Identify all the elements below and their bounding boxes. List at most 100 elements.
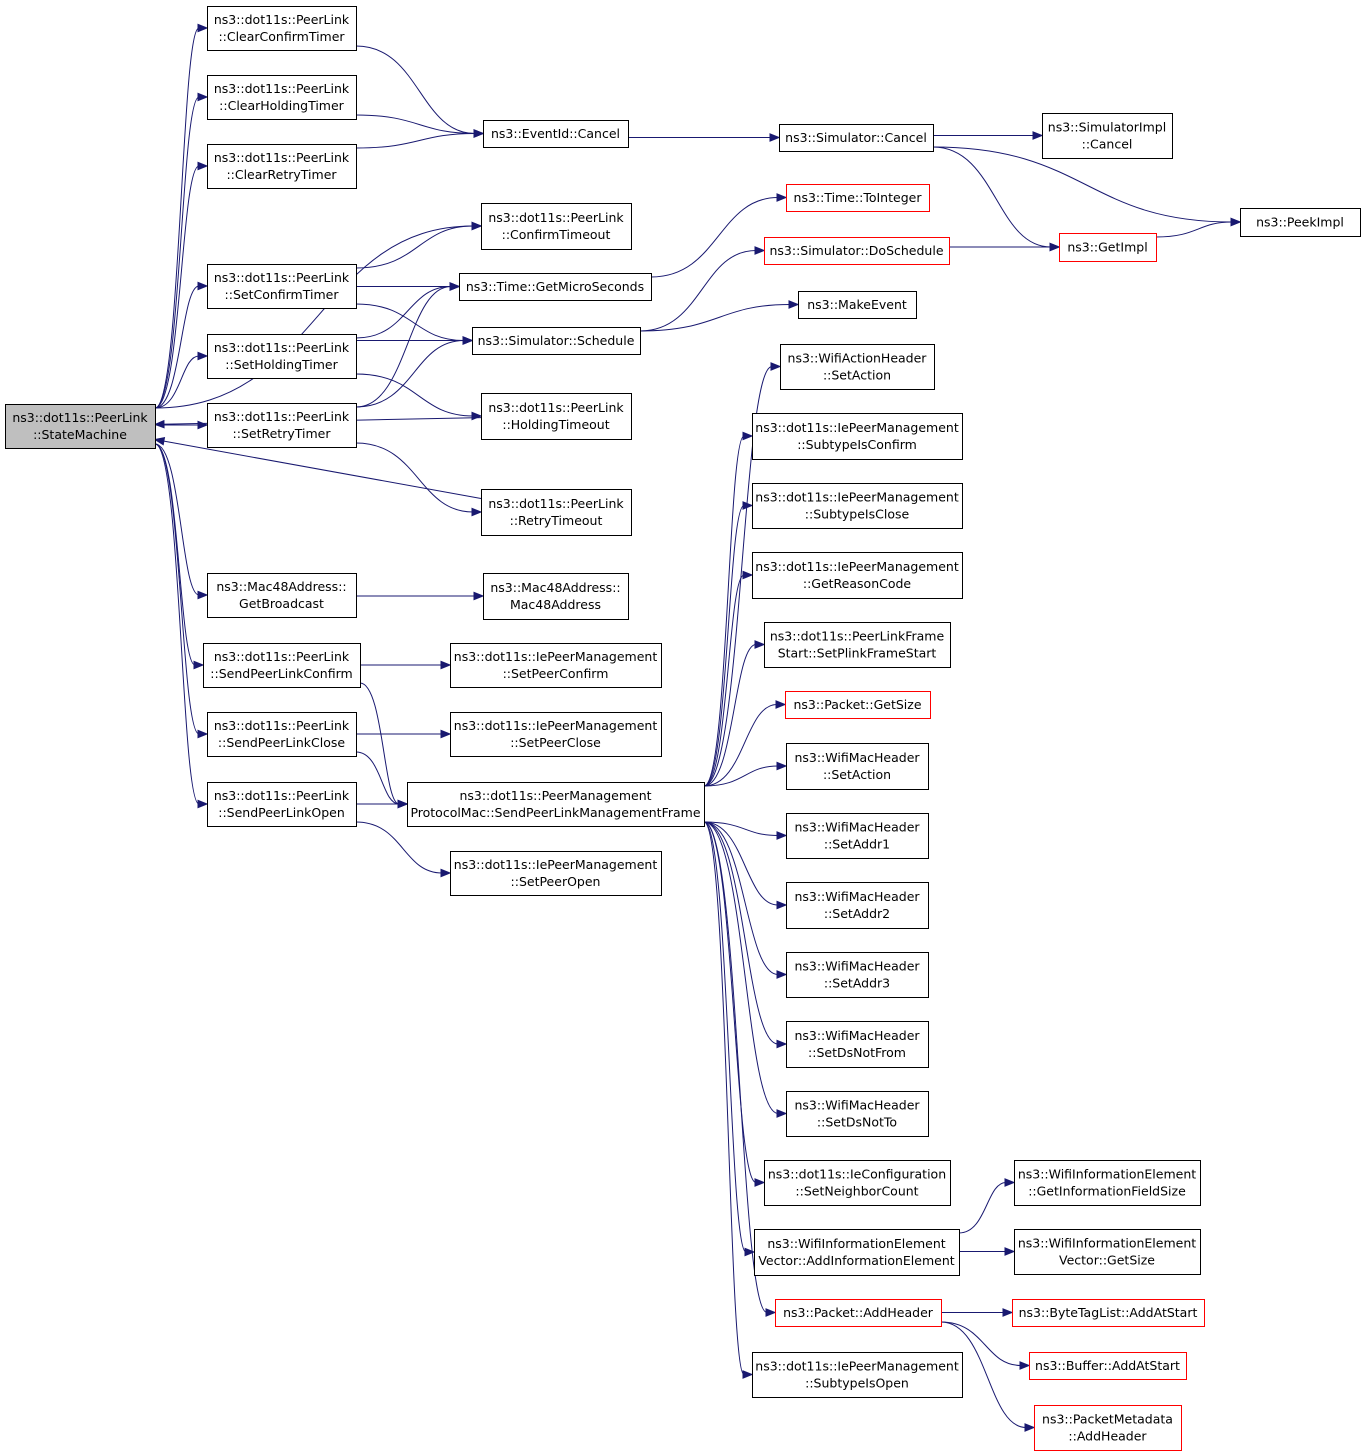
node-label: Vector::GetSize: [1059, 1253, 1155, 1268]
node-setAddr1[interactable]: ns3::WifiMacHeader::SetAddr1: [786, 813, 929, 859]
node-label: ns3::dot11s::PeerLink: [214, 718, 350, 733]
node-plinkStart[interactable]: ns3::dot11s::PeerLinkFrameStart::SetPlin…: [764, 622, 951, 668]
arrowhead: [440, 729, 452, 739]
node-label: ns3::EventId::Cancel: [491, 126, 620, 141]
node-subClose[interactable]: ns3::dot11s::IePeerManagement::SubtypeIs…: [752, 483, 963, 529]
node-label: ns3::dot11s::PeerLink: [214, 12, 350, 27]
node-box: [407, 782, 705, 827]
node-label: ::SendPeerLinkClose: [218, 735, 345, 750]
node-label: ns3::dot11s::PeerManagement: [459, 788, 651, 803]
node-box: [481, 489, 632, 536]
call-edge: [703, 644, 757, 787]
node-holdingTimeout[interactable]: ns3::dot11s::PeerLink::HoldingTimeout: [481, 393, 632, 440]
call-edge: [703, 435, 745, 787]
node-sendOpen[interactable]: ns3::dot11s::PeerLink::SendPeerLinkOpen: [207, 782, 357, 827]
node-toInteger[interactable]: ns3::Time::ToInteger: [786, 184, 930, 212]
node-box: [207, 75, 357, 120]
node-label: ::SetPeerConfirm: [503, 666, 609, 681]
node-schedule[interactable]: ns3::Simulator::Schedule: [472, 327, 641, 355]
node-infoFieldSize[interactable]: ns3::WifiInformationElement::GetInformat…: [1014, 1160, 1201, 1206]
arrowhead: [471, 507, 483, 517]
node-dsNotFrom[interactable]: ns3::WifiMacHeader::SetDsNotFrom: [786, 1021, 929, 1068]
call-edge: [355, 225, 474, 269]
node-label: ns3::PeekImpl: [1256, 215, 1344, 230]
node-label: ns3::WifiInformationElement: [767, 1236, 945, 1251]
node-retryTimeout[interactable]: ns3::dot11s::PeerLink::RetryTimeout: [481, 489, 632, 536]
node-peekImpl[interactable]: ns3::PeekImpl: [1240, 208, 1361, 237]
node-box: [203, 643, 361, 688]
node-reasonCode[interactable]: ns3::dot11s::IePeerManagement::GetReason…: [752, 552, 963, 599]
node-label: ns3::ByteTagList::AddAtStart: [1019, 1305, 1198, 1320]
node-label: ::SendPeerLinkConfirm: [210, 666, 352, 681]
node-vectorGetSize[interactable]: ns3::WifiInformationElementVector::GetSi…: [1014, 1229, 1201, 1275]
node-doSchedule[interactable]: ns3::Simulator::DoSchedule: [764, 237, 950, 265]
node-metaAddHeader[interactable]: ns3::PacketMetadata::AddHeader: [1034, 1405, 1182, 1451]
node-label: ns3::MakeEvent: [807, 297, 907, 312]
node-pktGetSize[interactable]: ns3::Packet::GetSize: [785, 691, 931, 719]
node-box: [1059, 233, 1157, 262]
call-edge: [154, 225, 474, 409]
node-sendClose[interactable]: ns3::dot11s::PeerLink::SendPeerLinkClose: [207, 712, 357, 757]
node-root[interactable]: ns3::dot11s::PeerLink::StateMachine: [5, 404, 156, 449]
node-neighborCount[interactable]: ns3::dot11s::IeConfiguration::SetNeighbo…: [764, 1160, 951, 1206]
node-byteTagAdd[interactable]: ns3::ByteTagList::AddAtStart: [1012, 1299, 1205, 1327]
node-simImplCancel[interactable]: ns3::SimulatorImpl::Cancel: [1042, 113, 1173, 159]
node-label: ns3::dot11s::PeerLink: [214, 150, 350, 165]
call-edge: [932, 146, 1233, 223]
node-bufferAdd[interactable]: ns3::Buffer::AddAtStart: [1029, 1352, 1187, 1380]
node-confirmTimeout[interactable]: ns3::dot11s::PeerLink::ConfirmTimeout: [481, 203, 632, 250]
node-label: ns3::Time::GetMicroSeconds: [466, 279, 644, 294]
call-edge: [355, 821, 443, 874]
node-addInfoElem[interactable]: ns3::WifiInformationElementVector::AddIn…: [754, 1229, 960, 1276]
node-box: [1029, 1352, 1187, 1380]
node-getMicro[interactable]: ns3::Time::GetMicroSeconds: [459, 273, 652, 301]
node-label: ::SubtypeIsConfirm: [797, 437, 917, 452]
arrowhead: [1002, 1308, 1014, 1317]
node-sendMgmt[interactable]: ns3::dot11s::PeerManagementProtocolMac::…: [407, 782, 705, 827]
call-edge: [355, 114, 476, 134]
arrowhead: [1019, 1361, 1031, 1370]
node-getBroadcast[interactable]: ns3::Mac48Address::GetBroadcast: [207, 573, 357, 618]
node-subOpen[interactable]: ns3::dot11s::IePeerManagement::SubtypeIs…: [752, 1352, 963, 1398]
node-wifiActionSet[interactable]: ns3::WifiActionHeader::SetAction: [780, 344, 935, 390]
node-makeEvent[interactable]: ns3::MakeEvent: [798, 291, 917, 319]
node-box: [764, 237, 950, 265]
node-clearRetryTimer[interactable]: ns3::dot11s::PeerLink::ClearRetryTimer: [207, 144, 357, 189]
node-macSetAction[interactable]: ns3::WifiMacHeader::SetAction: [786, 743, 929, 790]
call-edge: [703, 821, 768, 1313]
node-box: [450, 643, 662, 688]
node-clearConfirmTimer[interactable]: ns3::dot11s::PeerLink::ClearConfirmTimer: [207, 6, 357, 51]
node-getImpl[interactable]: ns3::GetImpl: [1059, 233, 1157, 262]
call-edge: [355, 133, 476, 149]
node-eventCancel[interactable]: ns3::EventId::Cancel: [483, 120, 629, 148]
node-setConfirmTimer[interactable]: ns3::dot11s::PeerLink::SetConfirmTimer: [207, 264, 357, 309]
node-addHeader[interactable]: ns3::Packet::AddHeader: [775, 1299, 942, 1327]
node-setRetryTimer[interactable]: ns3::dot11s::PeerLink::SetRetryTimer: [207, 403, 357, 448]
node-setAddr2[interactable]: ns3::WifiMacHeader::SetAddr2: [786, 882, 929, 929]
arrowhead: [1024, 1423, 1036, 1432]
node-setPeerOpen[interactable]: ns3::dot11s::IePeerManagement::SetPeerOp…: [450, 851, 662, 896]
node-setHoldingTimer[interactable]: ns3::dot11s::PeerLink::SetHoldingTimer: [207, 334, 357, 379]
node-box: [1034, 1405, 1182, 1451]
node-label: ns3::Packet::GetSize: [793, 697, 921, 712]
node-sendConfirm[interactable]: ns3::dot11s::PeerLink::SendPeerLinkConfi…: [203, 643, 361, 688]
node-clearHoldingTimer[interactable]: ns3::dot11s::PeerLink::ClearHoldingTimer: [207, 75, 357, 120]
arrowhead: [1004, 1247, 1016, 1256]
node-setPeerClose[interactable]: ns3::dot11s::IePeerManagement::SetPeerCl…: [450, 712, 662, 757]
node-label: ::SetRetryTimer: [233, 426, 332, 441]
node-mac48[interactable]: ns3::Mac48Address::Mac48Address: [483, 573, 629, 620]
node-setPeerConfirm[interactable]: ns3::dot11s::IePeerManagement::SetPeerCo…: [450, 643, 662, 688]
node-label: ns3::dot11s::IePeerManagement: [454, 857, 658, 872]
call-edge: [355, 286, 452, 408]
node-setAddr3[interactable]: ns3::WifiMacHeader::SetAddr3: [786, 952, 929, 998]
node-simCancel[interactable]: ns3::Simulator::Cancel: [779, 124, 934, 152]
node-label: ::Cancel: [1082, 137, 1133, 152]
node-label: ns3::GetImpl: [1067, 240, 1147, 255]
arrowhead: [770, 362, 782, 371]
call-edge: [639, 304, 791, 332]
call-edge: [355, 751, 400, 805]
node-subConfirm[interactable]: ns3::dot11s::IePeerManagement::SubtypeIs…: [752, 413, 963, 460]
node-dsNotTo[interactable]: ns3::WifiMacHeader::SetDsNotTo: [786, 1091, 929, 1137]
node-label: ::SetAddr3: [824, 976, 890, 991]
node-label: ::AddHeader: [1068, 1429, 1147, 1444]
